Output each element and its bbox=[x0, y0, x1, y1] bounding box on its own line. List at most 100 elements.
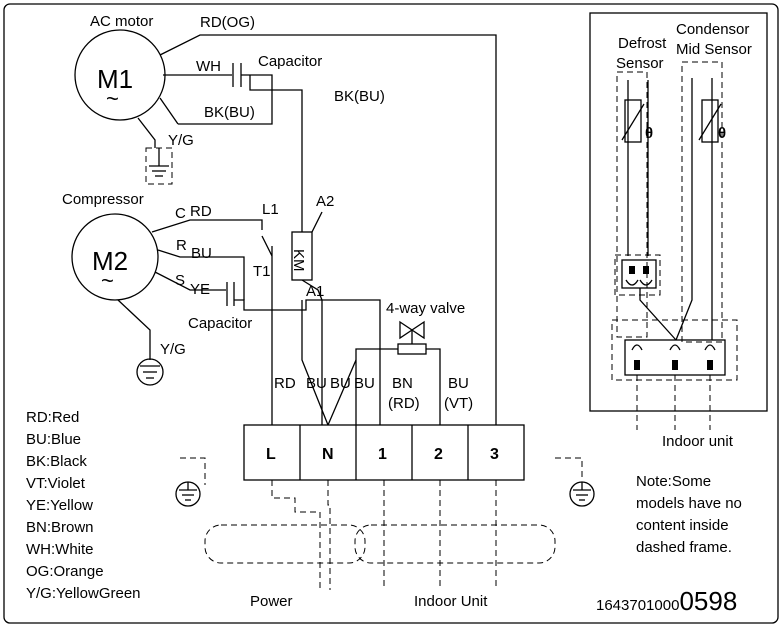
m2-wave: ~ bbox=[101, 268, 114, 293]
capacitor-top-label: Capacitor bbox=[258, 53, 322, 70]
board-pin-3 bbox=[707, 360, 713, 370]
serial-big: 0598 bbox=[679, 586, 737, 616]
yg-top-label: Y/G bbox=[168, 132, 194, 149]
m2-label: M2 bbox=[92, 246, 128, 276]
color-legend: RD:Red BU:Blue BK:Black VT:Violet YE:Yel… bbox=[26, 409, 141, 602]
sensor-connector-dashed bbox=[614, 254, 661, 296]
wire-bk-bu-to-km bbox=[249, 75, 303, 232]
wire-a1 bbox=[301, 279, 323, 425]
l1-label: L1 bbox=[262, 201, 279, 218]
ground-icon-right bbox=[569, 481, 595, 507]
s-ye-label: YE bbox=[190, 281, 210, 298]
legend-item: Y/G:YellowGreen bbox=[26, 585, 141, 602]
ground-icon-bottom bbox=[140, 365, 160, 379]
power-label: Power bbox=[250, 593, 293, 610]
rd-wire-label: RD bbox=[274, 375, 296, 392]
defrost-sensor-dashed bbox=[616, 71, 648, 338]
ground-icon-top bbox=[149, 148, 169, 177]
defrost-thermistor bbox=[624, 99, 642, 143]
legend-item: BU:Blue bbox=[26, 431, 81, 448]
board-arc-3 bbox=[704, 344, 716, 351]
s-label: S bbox=[175, 272, 185, 289]
theta-2: θ bbox=[718, 125, 726, 142]
four-way-valve-symbol bbox=[397, 320, 427, 355]
a2-label: A2 bbox=[316, 193, 334, 210]
wire-valve-to-n bbox=[355, 348, 398, 425]
terminal-1: 1 bbox=[378, 446, 387, 463]
note-line: models have no bbox=[636, 495, 742, 512]
legend-item: RD:Red bbox=[26, 409, 79, 426]
sensor-connector bbox=[621, 259, 657, 289]
terminal-l: L bbox=[266, 446, 276, 463]
legend-item: OG:Orange bbox=[26, 563, 104, 580]
terminal-3: 3 bbox=[490, 446, 499, 463]
sensor-panel-frame bbox=[589, 12, 768, 412]
bu-vt-wire-label: (VT) bbox=[444, 395, 473, 412]
a1-label: A1 bbox=[306, 283, 324, 300]
yg-bottom-label: Y/G bbox=[160, 341, 186, 358]
dashed-ground-left bbox=[180, 457, 206, 485]
wire-s-ye bbox=[154, 271, 226, 291]
bk-bu-motor-label: BK(BU) bbox=[204, 104, 255, 121]
legend-item: VT:Violet bbox=[26, 475, 86, 492]
mid-sensor-dashed bbox=[681, 61, 723, 343]
ac-motor-label: AC motor bbox=[90, 13, 153, 30]
terminal-2: 2 bbox=[434, 446, 443, 463]
compressor-symbol bbox=[71, 213, 159, 301]
mid-thermistor-slash bbox=[698, 103, 722, 141]
connector-arc-b bbox=[639, 279, 653, 286]
mid-sensor-label: Mid Sensor bbox=[676, 41, 752, 58]
connector-pin-b bbox=[643, 266, 649, 274]
wh-label: WH bbox=[196, 58, 221, 75]
wire-rd-og bbox=[159, 34, 497, 425]
ground-icon-left bbox=[175, 481, 201, 507]
km-contact bbox=[261, 235, 273, 257]
bu-wire-label-1: BU bbox=[306, 375, 327, 392]
r-bu-label: BU bbox=[191, 245, 212, 262]
board-pin-1 bbox=[634, 360, 640, 370]
sensor-label: Sensor bbox=[616, 55, 664, 72]
c-rd-label: RD bbox=[190, 203, 212, 220]
wire-capacitor-bottom-out bbox=[234, 299, 340, 311]
wire-c-rd bbox=[151, 219, 263, 233]
four-way-valve-label: 4-way valve bbox=[386, 300, 465, 317]
m1-label: M1 bbox=[97, 64, 133, 94]
m1-wave: ~ bbox=[106, 86, 119, 111]
km-label: KM bbox=[290, 249, 307, 272]
bu-wire-label-3: BU bbox=[354, 375, 375, 392]
connector-pin-a bbox=[629, 266, 635, 274]
note-line: dashed frame. bbox=[636, 539, 732, 556]
wire-n-right bbox=[327, 359, 357, 426]
note-line: Note:Some bbox=[636, 473, 711, 490]
connector-to-board-a bbox=[639, 288, 677, 341]
mid-thermistor bbox=[701, 99, 719, 143]
indoor-unit-right-label: Indoor unit bbox=[662, 433, 734, 450]
serial-number: 16437010000598 bbox=[596, 586, 737, 616]
wire-capacitor-out bbox=[178, 74, 273, 125]
board-arc-2 bbox=[669, 344, 681, 351]
rd-og-label: RD(OG) bbox=[200, 14, 255, 31]
defrost-label: Defrost bbox=[618, 35, 667, 52]
terminal-n: N bbox=[322, 446, 334, 463]
bu-right-wire-label: BU bbox=[448, 375, 469, 392]
indoor-unit-bottom-label: Indoor Unit bbox=[414, 593, 488, 610]
r-label: R bbox=[176, 237, 187, 254]
wire-valve-out bbox=[426, 348, 441, 425]
wire-a2 bbox=[311, 211, 323, 233]
wire-yg-top bbox=[137, 117, 156, 148]
wire-bu-to-1 bbox=[340, 299, 381, 425]
board-pin-2 bbox=[672, 360, 678, 370]
board-arc-1 bbox=[631, 344, 643, 351]
wire-r-bu bbox=[157, 249, 245, 300]
ground-circle-bottom bbox=[136, 358, 164, 386]
diagram-frame bbox=[3, 3, 779, 624]
indoor-board-dashed bbox=[611, 319, 738, 381]
theta-1: θ bbox=[645, 125, 653, 142]
bn-rd-wire-label: (RD) bbox=[388, 395, 420, 412]
wire-yg-bottom bbox=[117, 299, 151, 360]
condensor-label: Condensor bbox=[676, 21, 749, 38]
note-line: content inside bbox=[636, 517, 729, 534]
compressor-label: Compressor bbox=[62, 191, 144, 208]
legend-item: BN:Brown bbox=[26, 519, 94, 536]
